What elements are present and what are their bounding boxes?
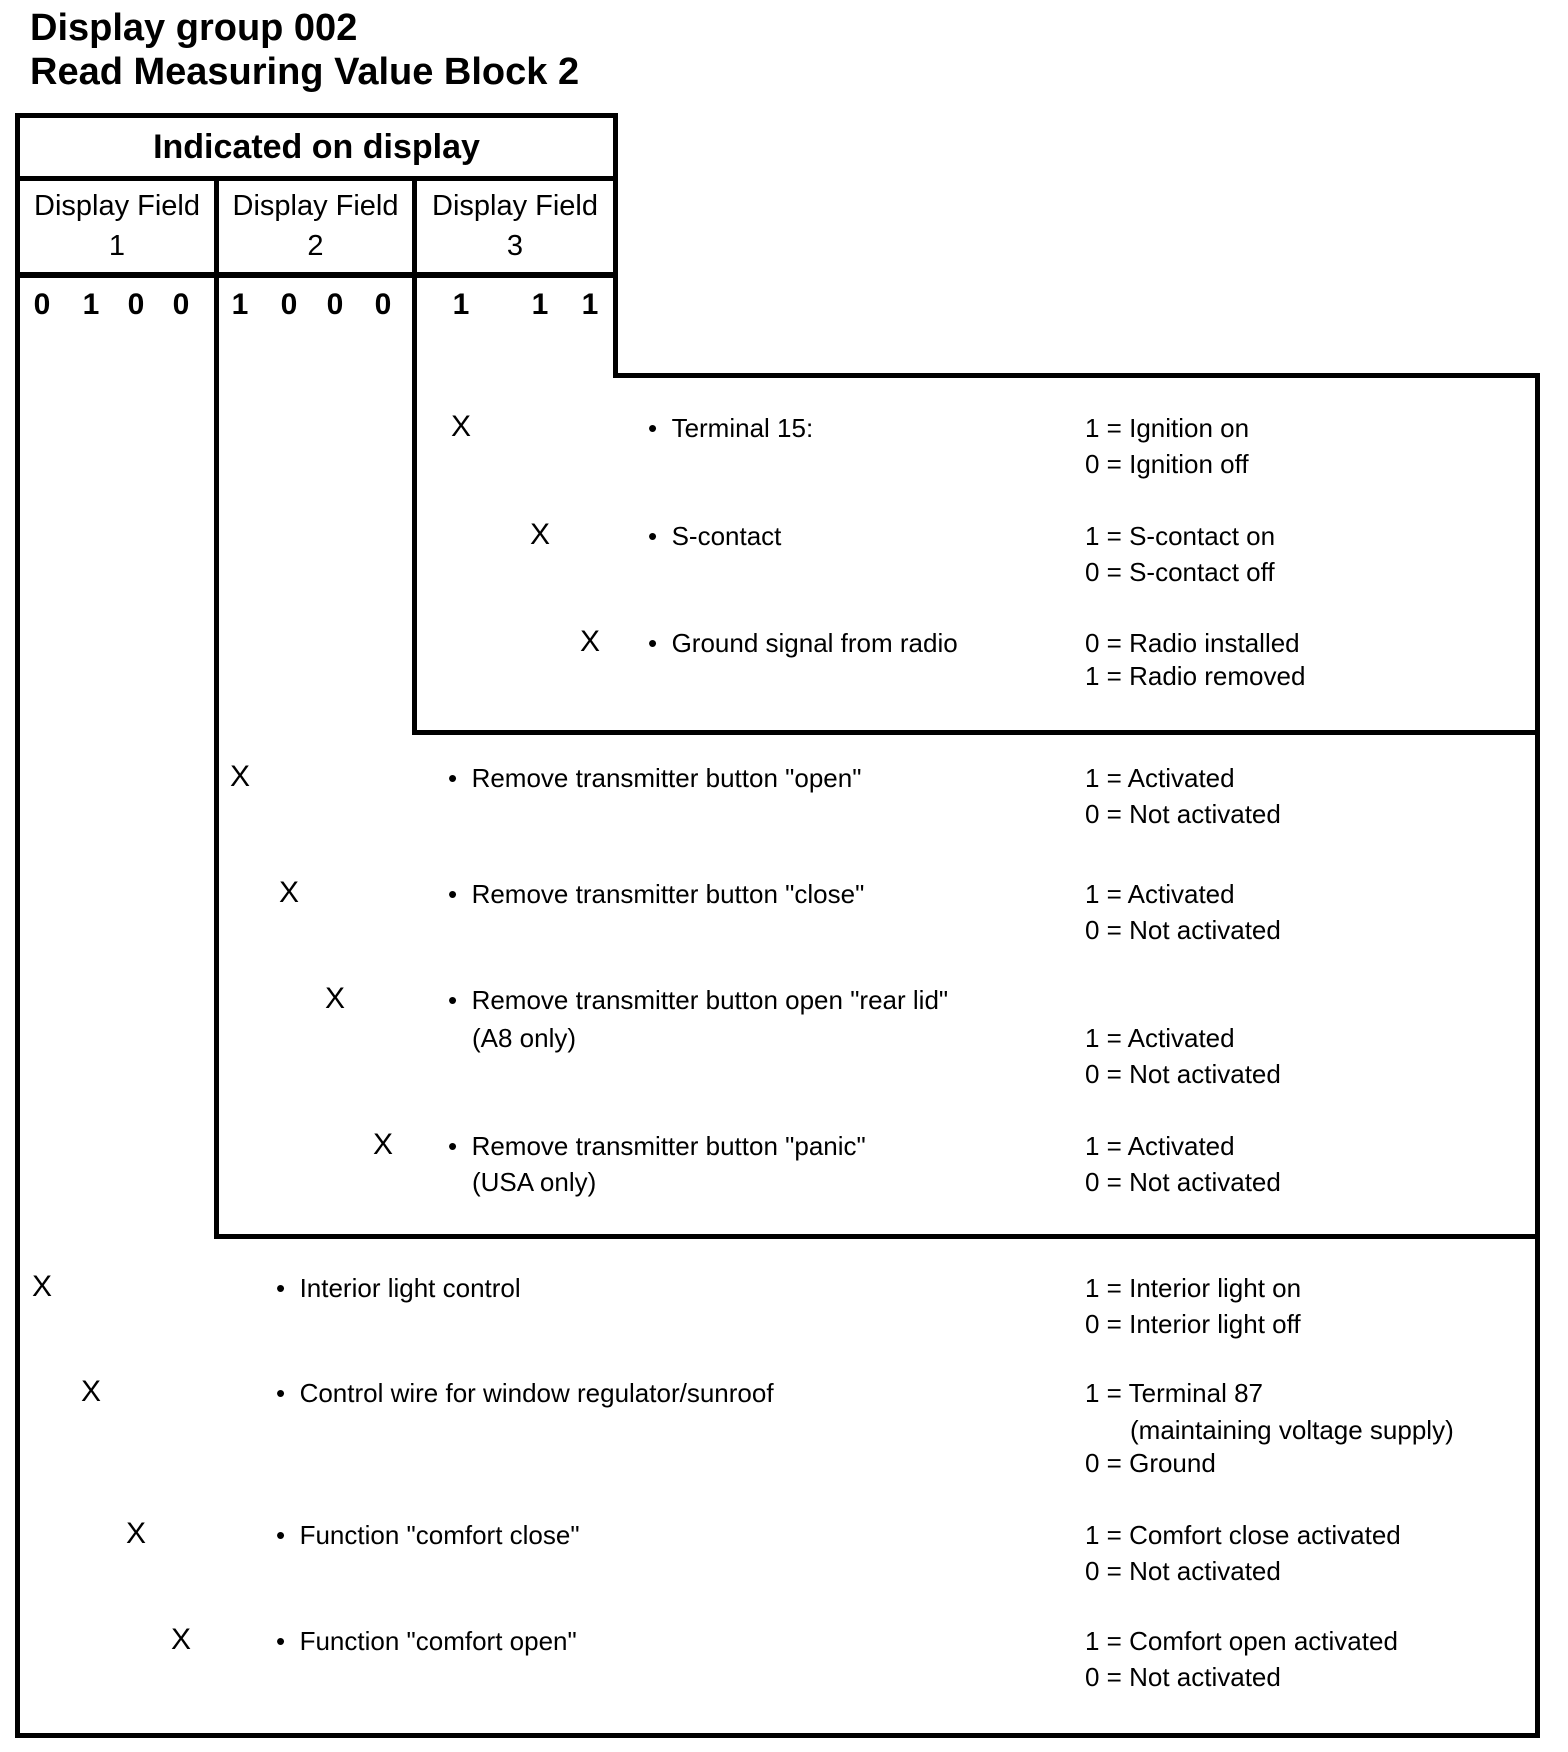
row-value-1: 1 = Activated [1085, 1023, 1235, 1053]
outer-left-border [15, 113, 20, 1738]
bullet-icon: • [448, 879, 458, 909]
row-description: S-contact [671, 521, 782, 551]
field2-field3-divider [412, 176, 417, 735]
row-description: Function "comfort open" [299, 1626, 577, 1656]
field3-label: Display Field [432, 190, 598, 222]
bullet-icon: • [276, 1520, 286, 1550]
field3-digit-3: 1 [581, 288, 599, 321]
outer-right-border [1535, 373, 1540, 1738]
bullet-icon: • [648, 628, 658, 658]
bullet-icon: • [276, 1378, 286, 1408]
page-title-line1: Display group 002 [30, 7, 358, 49]
row-value-2: 0 = Ignition off [1085, 449, 1249, 479]
row-value-1: 1 = Comfort close activated [1085, 1520, 1401, 1550]
row-value-2: 1 = Radio removed [1085, 661, 1306, 691]
field2-digit-3: 0 [326, 288, 344, 321]
row-description-line2: (A8 only) [472, 1023, 577, 1053]
x-marker: X [529, 518, 550, 551]
row-description: Function "comfort close" [299, 1520, 580, 1550]
bullet-icon: • [448, 985, 458, 1015]
bullet-icon: • [276, 1273, 286, 1303]
row-description: Terminal 15: [671, 413, 814, 443]
field1-field2-divider [214, 176, 219, 1239]
outer-bottom-border [15, 1733, 1540, 1738]
field2-number: 2 [307, 230, 324, 262]
step-horizontal-line [613, 373, 1540, 378]
x-marker: X [31, 1270, 52, 1303]
bullet-icon: • [648, 413, 658, 443]
x-marker: X [450, 410, 471, 443]
row-value-1: 1 = Interior light on [1085, 1273, 1302, 1303]
x-marker: X [125, 1517, 146, 1550]
row-value-1: 1 = Comfort open activated [1085, 1626, 1398, 1656]
row-value-1: 1 = Activated [1085, 763, 1235, 793]
row-value-2: 0 = Interior light off [1085, 1309, 1301, 1339]
table-header: Indicated on display [153, 127, 480, 166]
field1-number: 1 [108, 230, 126, 262]
x-marker: X [170, 1623, 191, 1656]
x-marker: X [324, 982, 345, 1015]
row-description: Interior light control [299, 1273, 521, 1303]
row-description: Ground signal from radio [671, 628, 958, 658]
row-value-2: 0 = S-contact off [1085, 557, 1275, 587]
x-marker: X [229, 760, 250, 793]
field1-label: Display Field [34, 190, 200, 222]
table-top-border [15, 113, 618, 118]
field1-header: Display Field 1 [20, 182, 214, 270]
x-marker: X [80, 1375, 101, 1408]
field3-number: 3 [506, 230, 524, 262]
row-description: Remove transmitter button open "rear lid… [471, 985, 949, 1015]
field2-label: Display Field [232, 190, 399, 222]
row-value-2: 0 = Not activated [1085, 1556, 1281, 1586]
field2-box-bottom [214, 1234, 1540, 1239]
row-description: Remove transmitter button "panic" [471, 1131, 866, 1161]
field3-header: Display Field 3 [417, 182, 613, 270]
field2-header: Display Field 2 [219, 182, 412, 270]
field1-digit-2: 1 [82, 288, 100, 321]
row-value-1: 1 = Activated [1085, 1131, 1235, 1161]
field2-digit-4: 0 [374, 288, 392, 321]
row-value-1: 1 = Ignition on [1085, 413, 1250, 443]
row-description: Remove transmitter button "open" [471, 763, 862, 793]
field3-box-bottom [412, 730, 1540, 735]
row-description: Control wire for window regulator/sunroo… [299, 1378, 774, 1408]
row-description-line2: (USA only) [472, 1167, 597, 1197]
field1-digit-1: 0 [33, 288, 51, 321]
row-description: Remove transmitter button "close" [471, 879, 865, 909]
field1-digit-3: 0 [127, 288, 145, 321]
row-value-1: 1 = Terminal 87 [1085, 1378, 1264, 1408]
bullet-icon: • [448, 763, 458, 793]
table-right-border [613, 113, 618, 378]
row-value-2: 0 = Not activated [1085, 1059, 1281, 1089]
page-title-line2: Read Measuring Value Block 2 [30, 51, 580, 93]
row-value-1: 1 = S-contact on [1085, 521, 1276, 551]
bullet-icon: • [448, 1131, 458, 1161]
x-marker: X [579, 625, 600, 658]
x-marker: X [372, 1128, 393, 1161]
row-value-2: 0 = Not activated [1085, 1662, 1281, 1692]
bullet-icon: • [648, 521, 658, 551]
bullet-icon: • [276, 1626, 286, 1656]
x-marker: X [278, 876, 299, 909]
row-value-3: 0 = Ground [1085, 1448, 1216, 1478]
header-separator [15, 176, 618, 181]
row-value-2: 0 = Not activated [1085, 915, 1281, 945]
field2-digit-2: 0 [280, 288, 298, 321]
field3-digit-1: 1 [452, 288, 470, 321]
row-value-2: 0 = Not activated [1085, 1167, 1281, 1197]
fieldrow-separator [15, 272, 618, 278]
row-value-1: 1 = Activated [1085, 879, 1235, 909]
field1-digit-4: 0 [172, 288, 190, 321]
field3-digit-2: 1 [531, 288, 549, 321]
row-value-1: 0 = Radio installed [1085, 628, 1300, 658]
field2-digit-1: 1 [231, 288, 249, 321]
row-value-2: 0 = Not activated [1085, 799, 1281, 829]
row-value-2: (maintaining voltage supply) [1130, 1415, 1454, 1445]
